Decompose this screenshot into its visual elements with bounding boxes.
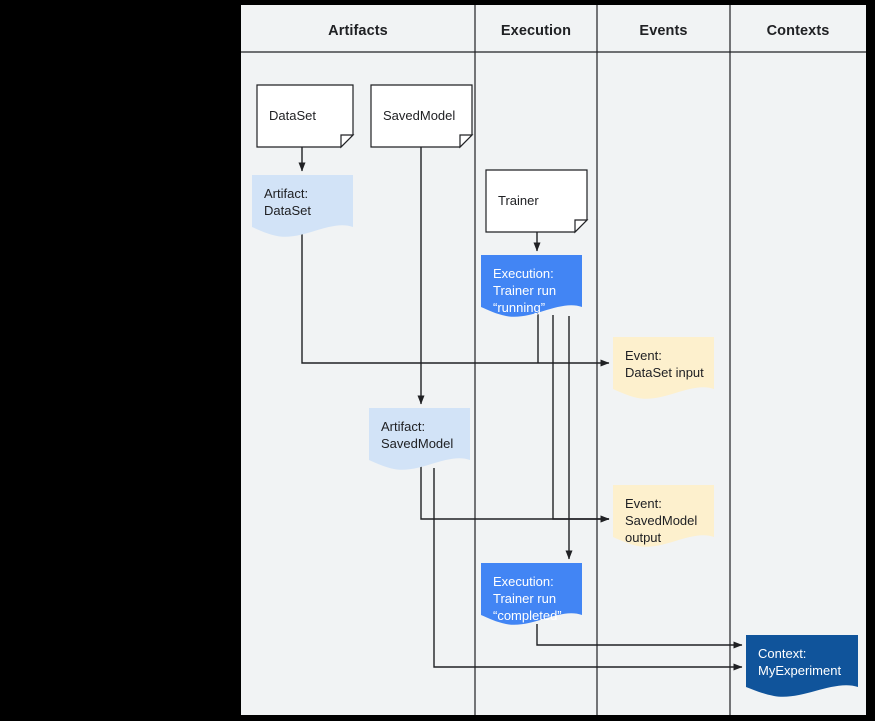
node-label-event-dataset-input[interactable]: Event: DataSet input bbox=[613, 337, 714, 399]
node-dataset-type[interactable] bbox=[256, 84, 355, 149]
node-execution-running[interactable] bbox=[481, 255, 582, 317]
connector-artifact-savedmodel-to-context bbox=[433, 468, 743, 671]
artifact-dataset-text: Artifact: DataSet bbox=[264, 186, 311, 218]
event-dataset-input-text: Event: DataSet input bbox=[625, 348, 704, 380]
node-label-trainer-type[interactable]: Trainer bbox=[486, 170, 587, 232]
trainer-type-text: Trainer bbox=[498, 193, 539, 208]
node-label-context-myexperiment[interactable]: Context: MyExperiment bbox=[746, 635, 858, 697]
node-label-savedmodel-type[interactable]: SavedModel bbox=[371, 85, 472, 147]
node-label-execution-completed[interactable]: Execution: Trainer run “completed” bbox=[481, 563, 582, 625]
node-savedmodel-type[interactable] bbox=[370, 84, 474, 149]
savedmodel-type-text: SavedModel bbox=[383, 108, 456, 123]
lane-header-artifacts: Artifacts bbox=[328, 23, 388, 39]
lane-dividers bbox=[241, 5, 866, 715]
node-label-execution-running[interactable]: Execution: Trainer run “running” bbox=[481, 255, 582, 317]
connector-execution-completed-to-context bbox=[536, 624, 743, 649]
node-label-event-savedmodel-output[interactable]: Event: SavedModel output bbox=[613, 485, 714, 547]
node-event-dataset-input[interactable] bbox=[613, 337, 714, 399]
event-savedmodel-output-text: Event: SavedModel output bbox=[625, 496, 698, 545]
context-myexperiment-text: Context: MyExperiment bbox=[758, 646, 842, 678]
connector-execution-running-to-event-output bbox=[552, 315, 610, 523]
node-artifact-dataset[interactable] bbox=[252, 175, 353, 237]
node-artifact-savedmodel[interactable] bbox=[369, 408, 470, 470]
connector-layer bbox=[298, 147, 743, 671]
lane-header-contexts: Contexts bbox=[766, 23, 830, 39]
lane-header-execution: Execution bbox=[500, 23, 572, 39]
connector-artifact-savedmodel-to-event-output bbox=[420, 466, 610, 523]
node-event-savedmodel-output[interactable] bbox=[613, 485, 714, 547]
diagram-svg bbox=[241, 5, 866, 715]
node-label-artifact-savedmodel[interactable]: Artifact: SavedModel bbox=[369, 408, 470, 470]
lane-header-events: Events bbox=[639, 23, 688, 39]
node-trainer-type[interactable] bbox=[485, 169, 589, 234]
node-context-myexperiment[interactable] bbox=[746, 635, 858, 697]
connector-artifact-dataset-to-event bbox=[301, 233, 610, 367]
dataset-type-text: DataSet bbox=[269, 108, 316, 123]
diagram-canvas: Artifacts Execution Events Contexts Data… bbox=[241, 5, 866, 715]
artifact-savedmodel-text: Artifact: SavedModel bbox=[381, 419, 454, 451]
node-label-dataset-type[interactable]: DataSet bbox=[257, 85, 353, 147]
node-execution-completed[interactable] bbox=[481, 563, 582, 625]
execution-completed-text: Execution: Trainer run “completed” bbox=[493, 574, 562, 623]
execution-running-text: Execution: Trainer run “running” bbox=[493, 266, 557, 315]
node-label-artifact-dataset[interactable]: Artifact: DataSet bbox=[252, 175, 353, 237]
